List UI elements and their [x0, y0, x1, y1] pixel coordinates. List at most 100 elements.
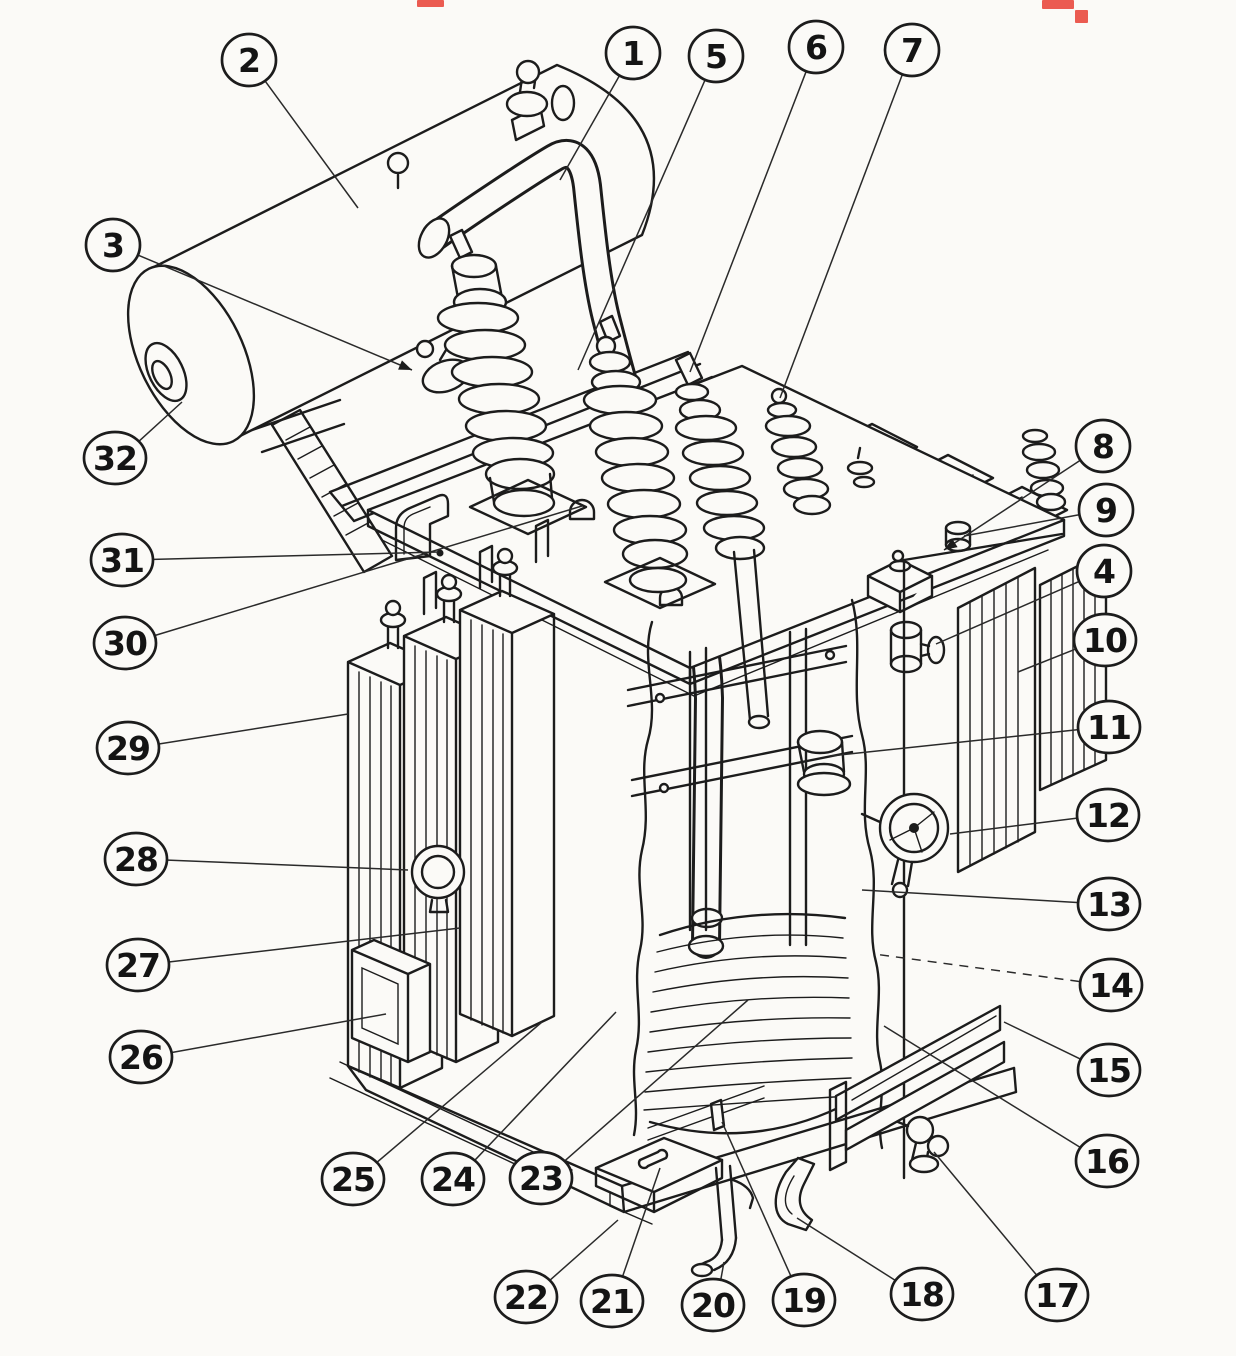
callout-24: 24 — [420, 1011, 617, 1207]
leader-line-19 — [721, 1121, 792, 1276]
callout-19: 19 — [721, 1121, 837, 1328]
callout-27: 27 — [105, 927, 461, 993]
callout-number-32: 32 — [93, 439, 137, 478]
callout-circle-11 — [1076, 699, 1142, 755]
callout-18: 18 — [796, 1217, 955, 1322]
small-bushing-1 — [764, 387, 832, 516]
callout-6: 6 — [689, 19, 845, 373]
callout-number-19: 19 — [782, 1281, 826, 1320]
callout-number-8: 8 — [1092, 427, 1114, 466]
callout-7: 7 — [779, 22, 941, 399]
callout-10: 10 — [1017, 612, 1138, 673]
callout-circle-7 — [883, 22, 941, 78]
cable-turret — [796, 729, 852, 797]
callout-number-28: 28 — [114, 840, 158, 879]
callout-20: 20 — [680, 1261, 746, 1333]
ball-valve — [896, 1115, 950, 1174]
callout-number-1: 1 — [622, 34, 644, 73]
leader-arrowhead-8 — [944, 538, 958, 550]
callout-number-18: 18 — [900, 1275, 944, 1314]
callout-29: 29 — [95, 713, 349, 776]
callout-number-29: 29 — [106, 729, 150, 768]
callout-circle-4 — [1075, 543, 1133, 599]
callout-number-14: 14 — [1089, 966, 1133, 1005]
hv-bushing-1 — [436, 228, 588, 536]
leader-line-29 — [159, 713, 349, 745]
winding — [643, 912, 853, 1135]
control-box — [350, 938, 432, 1064]
callout-number-16: 16 — [1085, 1142, 1129, 1181]
callout-circle-26 — [108, 1029, 174, 1085]
callout-1: 1 — [559, 25, 662, 181]
callout-circle-21 — [579, 1273, 645, 1329]
leader-line-24 — [474, 1011, 617, 1161]
callout-circle-27 — [105, 937, 171, 993]
callout-circle-18 — [889, 1266, 955, 1322]
callout-number-24: 24 — [431, 1160, 475, 1199]
callout-circle-28 — [103, 831, 169, 887]
shutoff-valve — [415, 338, 471, 394]
callout-number-3: 3 — [102, 226, 124, 265]
leader-line-23 — [564, 999, 749, 1161]
callout-11: 11 — [829, 699, 1142, 757]
radiator-bank-right — [956, 566, 1037, 874]
callout-25: 25 — [320, 1021, 543, 1207]
filling-cap — [505, 59, 576, 142]
hv-bushing-3 — [674, 351, 771, 730]
callout-31: 31 — [89, 532, 439, 588]
leader-line-2 — [264, 81, 359, 209]
callout-circle-19 — [771, 1272, 837, 1328]
callout-circle-1 — [604, 25, 662, 81]
vent-knob — [386, 151, 410, 190]
callout-number-10: 10 — [1083, 621, 1127, 660]
callout-22: 22 — [493, 1219, 619, 1325]
callout-circle-32 — [82, 430, 148, 486]
small-bushing-3 — [1021, 428, 1067, 512]
callout-number-23: 23 — [519, 1159, 563, 1198]
callout-number-30: 30 — [103, 624, 147, 663]
small-bushing-2 — [846, 446, 876, 489]
callout-5: 5 — [577, 28, 745, 371]
leader-line-22 — [550, 1219, 619, 1281]
callout-number-25: 25 — [331, 1160, 375, 1199]
callout-circle-10 — [1072, 612, 1138, 668]
callout-26: 26 — [108, 1013, 387, 1085]
leader-line-4 — [935, 581, 1079, 645]
red-scan-mark-2 — [1042, 0, 1074, 9]
leader-line-11 — [829, 729, 1078, 757]
leader-arrowhead-3 — [398, 360, 412, 370]
callout-number-5: 5 — [705, 37, 727, 76]
manhole-cover — [410, 844, 466, 914]
leader-line-32 — [139, 401, 183, 442]
callout-28: 28 — [103, 831, 409, 887]
callout-number-27: 27 — [116, 946, 160, 985]
callout-32: 32 — [82, 401, 183, 486]
callout-circle-6 — [787, 19, 845, 75]
leader-line-30 — [155, 505, 583, 636]
callout-number-13: 13 — [1087, 885, 1131, 924]
callout-12: 12 — [949, 787, 1141, 843]
leader-line-9 — [963, 514, 1079, 537]
cover-fittings — [866, 520, 972, 674]
leader-line-3 — [138, 254, 413, 371]
callout-number-26: 26 — [119, 1038, 163, 1077]
callout-number-20: 20 — [691, 1286, 735, 1325]
callout-circle-14 — [1078, 957, 1144, 1013]
leader-line-13 — [861, 889, 1078, 904]
callout-circle-3 — [84, 217, 142, 273]
callout-number-11: 11 — [1087, 708, 1131, 747]
leader-line-28 — [167, 859, 409, 871]
leader-line-1 — [559, 76, 620, 181]
callout-circle-12 — [1075, 787, 1141, 843]
red-scan-mark-3 — [1075, 10, 1088, 23]
callout-circle-31 — [89, 532, 155, 588]
drain-cock — [690, 1164, 755, 1278]
leader-line-21 — [622, 1167, 661, 1276]
leader-line-5 — [577, 80, 706, 371]
callout-number-4: 4 — [1093, 552, 1115, 591]
clamp-bracket — [394, 493, 450, 562]
callout-circle-16 — [1074, 1133, 1140, 1189]
